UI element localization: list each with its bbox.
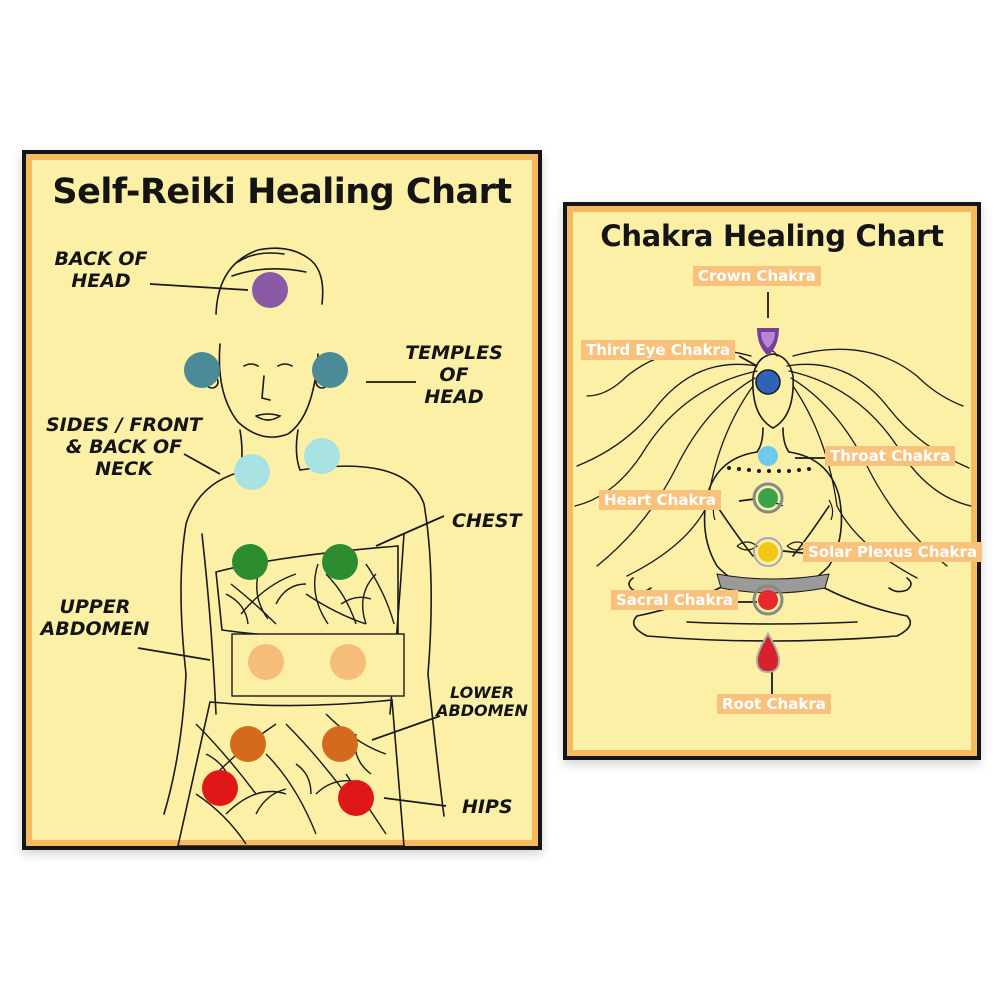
- right-arm: [299, 465, 445, 817]
- label-upper-abdomen: UPPER ABDOMEN: [40, 596, 150, 640]
- root-chakra-drop: [755, 632, 781, 674]
- crown-chakra-drop-inner: [761, 332, 775, 348]
- tag-third-eye-chakra: Third Eye Chakra: [581, 340, 736, 360]
- label-hips: HIPS: [462, 796, 513, 818]
- tag-heart-chakra: Heart Chakra: [599, 490, 721, 510]
- meditation-illustration: [574, 292, 972, 696]
- left-lower-abdomen-dot: [230, 726, 266, 762]
- sacral-chakra-dot: [758, 590, 778, 610]
- heart-chakra-ring: [752, 482, 784, 514]
- third-eye-chakra-dot: [755, 369, 781, 395]
- tag-sacral-chakra: Sacral Chakra: [611, 590, 739, 610]
- tag-throat-chakra: Throat Chakra: [825, 446, 956, 466]
- heart-chakra-dot: [758, 488, 778, 508]
- right-temple-dot: [312, 352, 348, 388]
- left-arm: [163, 471, 241, 815]
- body-illustration: [137, 247, 447, 846]
- left-neck-dot: [234, 454, 270, 490]
- poster-border: [567, 206, 977, 756]
- tag-root-chakra: Root Chakra: [717, 694, 831, 714]
- self-reiki-title: Self-Reiki Healing Chart: [52, 172, 512, 212]
- chakra-title: Chakra Healing Chart: [600, 219, 944, 253]
- tag-solar-plexus-chakra: Solar Plexus Chakra: [803, 542, 983, 562]
- left-upper-abdomen-dot: [248, 644, 284, 680]
- solar-plexus-ring: [753, 537, 783, 567]
- bottom-garment: [177, 699, 405, 846]
- poster-border: [26, 154, 538, 846]
- pointer-lines: [137, 283, 447, 807]
- chakra-poster: Chakra Healing Chart: [563, 202, 983, 760]
- left-chest-dot: [232, 544, 268, 580]
- label-back-of-head: BACK OF HEAD: [54, 248, 148, 292]
- label-neck: SIDES / FRONT & BACK OF NECK: [46, 414, 202, 480]
- right-hip-dot: [338, 780, 374, 816]
- solar-plexus-chakra-dot: [758, 542, 778, 562]
- right-upper-abdomen-dot: [330, 644, 366, 680]
- tag-crown-chakra: Crown Chakra: [693, 266, 821, 286]
- label-temples-of-head: TEMPLES OF HEAD: [405, 342, 503, 408]
- necklace: [727, 466, 811, 473]
- head-wrap: [215, 247, 324, 315]
- belt: [716, 573, 830, 594]
- label-lower-abdomen: LOWER ABDOMEN: [436, 683, 528, 720]
- left-temple-dot: [184, 352, 220, 388]
- back-of-head-dot: [252, 272, 288, 308]
- right-lower-abdomen-dot: [322, 726, 358, 762]
- label-chest: CHEST: [452, 510, 522, 532]
- left-hip-dot: [202, 770, 238, 806]
- throat-chakra-dot: [758, 446, 778, 466]
- right-neck-dot: [304, 438, 340, 474]
- face: [218, 343, 319, 438]
- sacral-chakra-ring: [752, 584, 784, 616]
- right-chest-dot: [322, 544, 358, 580]
- self-reiki-poster: Self-Reiki Healing Chart: [22, 150, 542, 850]
